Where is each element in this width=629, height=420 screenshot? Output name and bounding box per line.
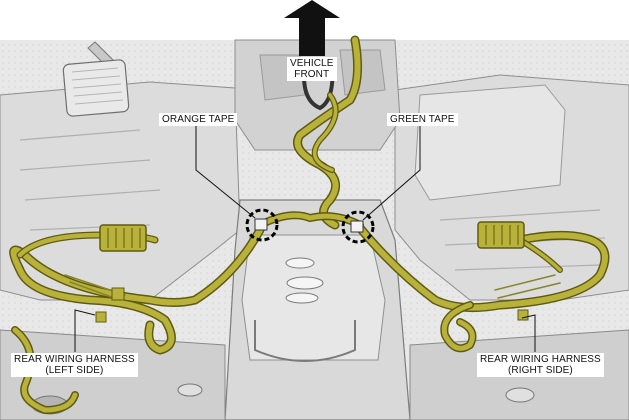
right-harness-connector (477, 221, 525, 249)
green-tape-band (350, 220, 364, 233)
rear-harness-left-line2: (LEFT SIDE) (45, 365, 104, 376)
left-connector-ribs (107, 228, 141, 248)
front-harness-branch (293, 35, 363, 230)
vehicle-front-arrow (284, 0, 340, 56)
tunnel-hole (286, 276, 324, 290)
orange-tape-label: ORANGE TAPE (159, 113, 238, 126)
orange-tape-band (254, 218, 268, 231)
rear-harness-left-line1: REAR WIRING HARNESS (14, 354, 135, 365)
tunnel-hole (285, 292, 319, 304)
right-harness-clip (517, 309, 529, 321)
rear-wiring-harness-right (355, 223, 610, 353)
rear-harness-right-line2: (RIGHT SIDE) (507, 365, 573, 376)
left-harness-clip (111, 287, 125, 301)
floor-grommet (177, 383, 203, 397)
orange-tape-marker (245, 208, 279, 242)
rear-wiring-harness-left (9, 225, 265, 414)
floor-grommet (505, 387, 535, 403)
cross-harness (256, 211, 364, 229)
right-seat-pad (414, 84, 566, 201)
tunnel-bracket (254, 320, 356, 362)
vehicle-front-line2: FRONT (294, 69, 330, 80)
accelerator-pedal (62, 59, 130, 117)
left-harness-clip (95, 311, 107, 323)
rear-harness-right-label: REAR WIRING HARNESS (RIGHT SIDE) (477, 353, 604, 377)
green-tape-text: GREEN TAPE (390, 114, 455, 125)
left-floor-ribs (19, 129, 161, 231)
vehicle-front-label: VEHICLE FRONT (287, 57, 337, 81)
orange-tape-text: ORANGE TAPE (162, 114, 235, 125)
vehicle-front-line1: VEHICLE (290, 58, 334, 69)
pedal-texture (71, 67, 124, 105)
firewall-loop (302, 61, 335, 111)
callout-leader-lines (74, 125, 536, 352)
rear-harness-left-label: REAR WIRING HARNESS (LEFT SIDE) (11, 353, 138, 377)
left-harness-connector (99, 224, 147, 252)
right-connector-ribs (485, 225, 519, 245)
green-tape-marker (341, 210, 375, 244)
green-tape-label: GREEN TAPE (387, 113, 458, 126)
rear-harness-right-line1: REAR WIRING HARNESS (480, 354, 601, 365)
tunnel-hole (285, 257, 315, 269)
